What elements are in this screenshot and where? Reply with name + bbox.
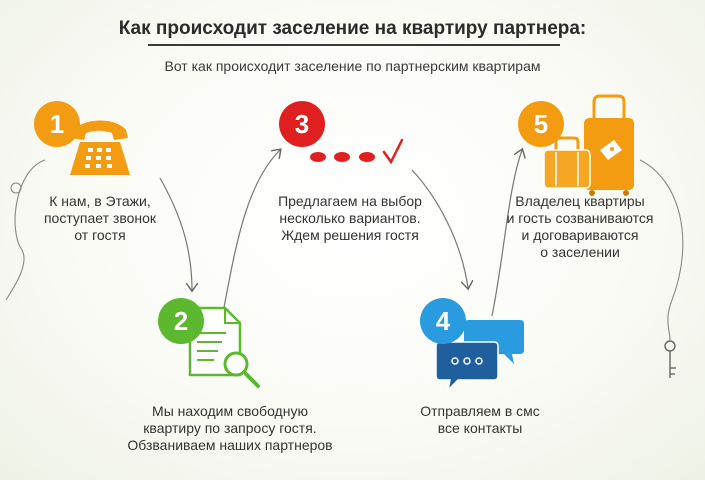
luggage-icon	[543, 94, 634, 196]
arrow-2-to-3	[221, 150, 280, 319]
arrow-4-to-5	[491, 150, 522, 317]
step-5-number: 5	[518, 101, 564, 147]
step-1-number: 1	[34, 101, 80, 147]
step-1-text: К нам, в Этажи, поступает звонок от гост…	[43, 193, 157, 243]
step-4-number: 4	[420, 298, 466, 344]
page-title: Как происходит заселение на квартиру пар…	[118, 18, 587, 39]
chat-bubbles-icon	[435, 320, 524, 393]
step-2-text: Мы находим свободную квартиру по запросу…	[127, 403, 333, 453]
step-3-text: Предлагаем на выбор несколько вариантов.…	[278, 193, 422, 243]
step-3-number: 3	[279, 101, 325, 147]
key-icon	[664, 340, 676, 378]
page-subtitle: Вот как происходит заселение по партнерс…	[164, 58, 541, 74]
step-4-text: Отправляем в смс все контакты	[420, 403, 540, 436]
step-2-number: 2	[158, 298, 204, 344]
title-underline	[148, 44, 560, 46]
arrow-3-to-4	[411, 169, 468, 288]
left-doodle	[5, 159, 46, 301]
phone-icon	[70, 120, 130, 175]
doodle-loop	[10, 182, 22, 194]
arrow-1-to-2	[159, 177, 192, 290]
dots-check-icon	[310, 138, 404, 165]
document-search-icon	[188, 306, 260, 388]
right-doodle	[639, 159, 684, 341]
step-5-text: Владелец квартиры и гость созваниваются …	[506, 193, 654, 260]
